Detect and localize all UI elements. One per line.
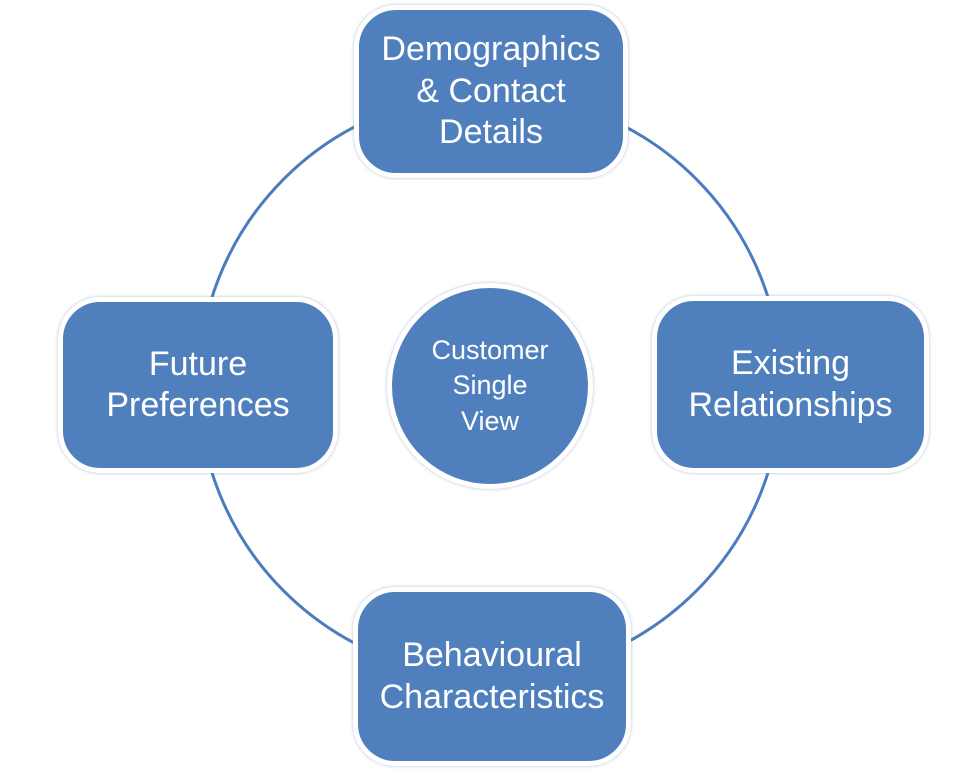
- node-existing-relationships: Existing Relationships: [652, 296, 929, 473]
- node-future-preferences-label: Future Preferences: [106, 344, 290, 424]
- node-demographics-contact-details: Demographics & Contact Details: [354, 5, 628, 178]
- node-demographics-label: Demographics & Contact Details: [381, 30, 601, 152]
- node-existing-relationships-label: Existing Relationships: [688, 344, 893, 424]
- node-behavioural-label: Behavioural Characteristics: [379, 636, 605, 716]
- hub-customer-single-view: Customer Single View: [387, 283, 593, 489]
- node-behavioural-characteristics: Behavioural Characteristics: [353, 587, 631, 766]
- hub-label: Customer Single View: [431, 334, 549, 436]
- node-future-preferences: Future Preferences: [58, 297, 338, 473]
